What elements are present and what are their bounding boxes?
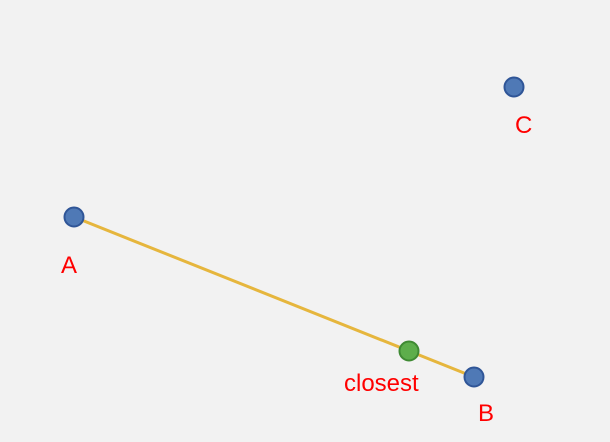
- point-c-label: C: [515, 112, 533, 139]
- point-b: [463, 366, 485, 388]
- point-b-label: B: [478, 400, 495, 427]
- point-closest: [398, 340, 420, 362]
- point-a-label: A: [61, 252, 78, 279]
- point-c: [503, 76, 525, 98]
- point-a: [63, 206, 85, 228]
- closest-point-label: closest: [344, 370, 419, 397]
